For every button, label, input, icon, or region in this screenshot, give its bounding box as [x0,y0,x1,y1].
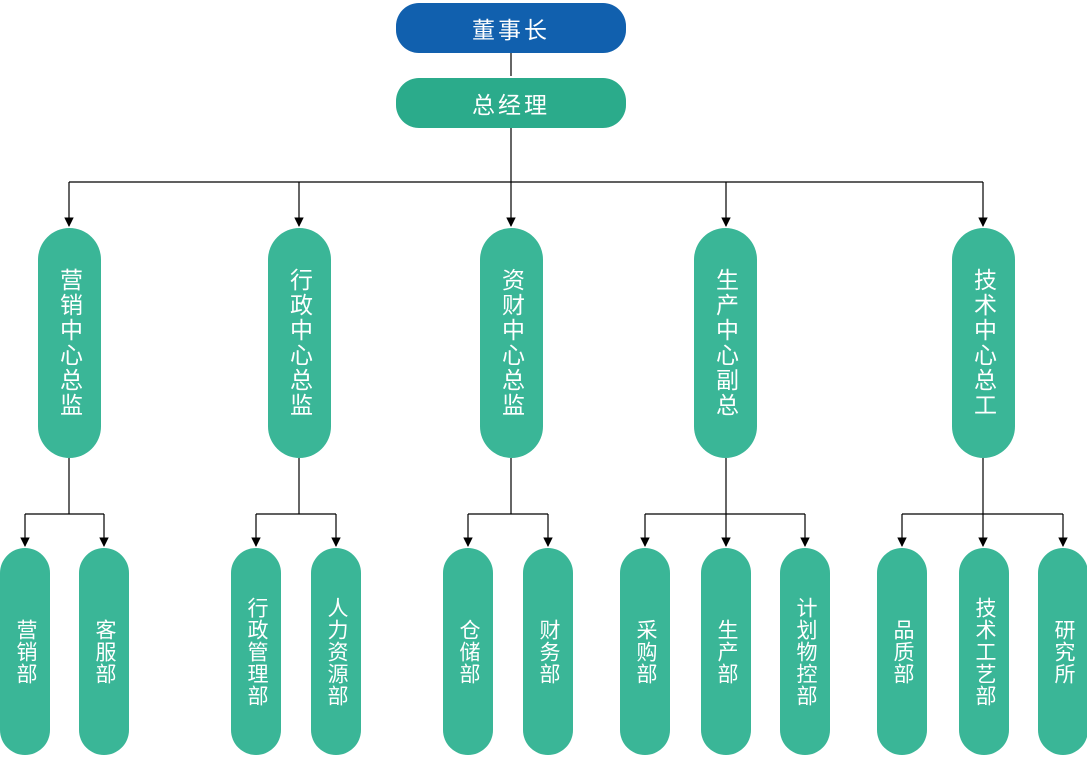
node-center-finance: 资财中心总监 [480,228,543,458]
node-dept-technical-process: 技术工艺部 [959,548,1009,755]
node-dept-marketing: 营销部 [0,548,50,755]
node-center-technology: 技术中心总工 [952,228,1015,458]
connector-marketing-center-to-depts [20,458,109,547]
node-center-marketing: 营销中心总监 [38,228,101,458]
connector-technology-center-to-depts [897,458,1068,547]
node-dept-production: 生产部 [701,548,751,755]
node-center-production: 生产中心副总 [694,228,757,458]
node-dept-research-institute: 研究所 [1038,548,1087,755]
node-dept-planning-material-control: 计划物控部 [780,548,830,755]
node-chairman: 董事长 [396,3,626,53]
node-dept-customer-service: 客服部 [79,548,129,755]
node-dept-finance: 财务部 [523,548,573,755]
node-dept-human-resources: 人力资源部 [311,548,361,755]
connector-admin-center-to-depts [251,458,341,547]
connector-gm-to-centers [64,128,988,227]
node-general-manager: 总经理 [396,78,626,128]
connector-finance-center-to-depts [463,458,553,547]
node-dept-quality: 品质部 [877,548,927,755]
node-center-admin: 行政中心总监 [268,228,331,458]
node-dept-purchasing: 采购部 [620,548,670,755]
node-dept-warehouse: 仓储部 [443,548,493,755]
connector-production-center-to-depts [640,458,810,547]
node-dept-admin-management: 行政管理部 [231,548,281,755]
